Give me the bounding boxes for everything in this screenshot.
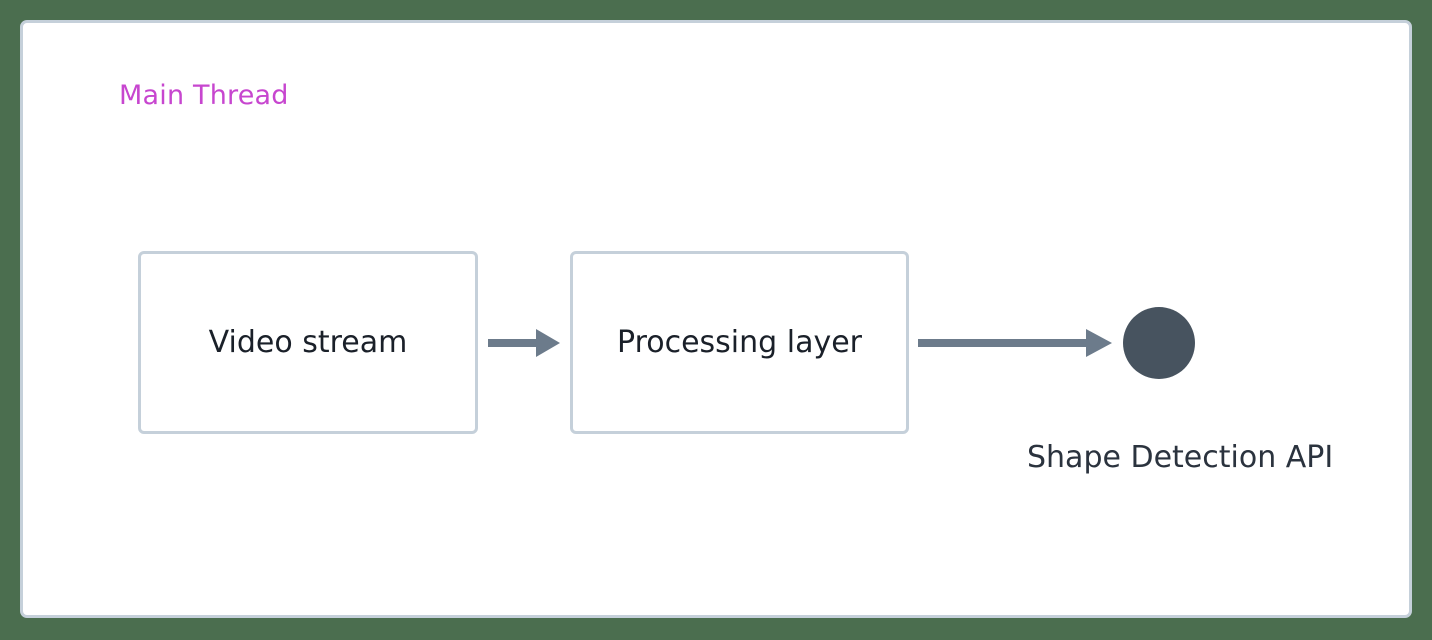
node-shape-detection-api-circle[interactable]: [1123, 307, 1195, 379]
node-shape-detection-api-label: Shape Detection API: [1027, 440, 1334, 475]
node-processing-layer[interactable]: Processing layer: [570, 251, 909, 434]
node-processing-layer-label: Processing layer: [617, 324, 862, 360]
group-title-main-thread: Main Thread: [119, 80, 289, 111]
main-thread-panel: Main Thread Video stream Processing laye…: [20, 20, 1412, 618]
arrow-head-and-shaft: [918, 329, 1112, 357]
arrow-processing-layer-to-shape-detection-api: [918, 329, 1112, 357]
arrow-video-stream-to-processing-layer: [488, 329, 560, 357]
node-video-stream-label: Video stream: [208, 324, 408, 360]
arrow-head-and-shaft: [488, 329, 560, 357]
node-video-stream[interactable]: Video stream: [138, 251, 478, 434]
